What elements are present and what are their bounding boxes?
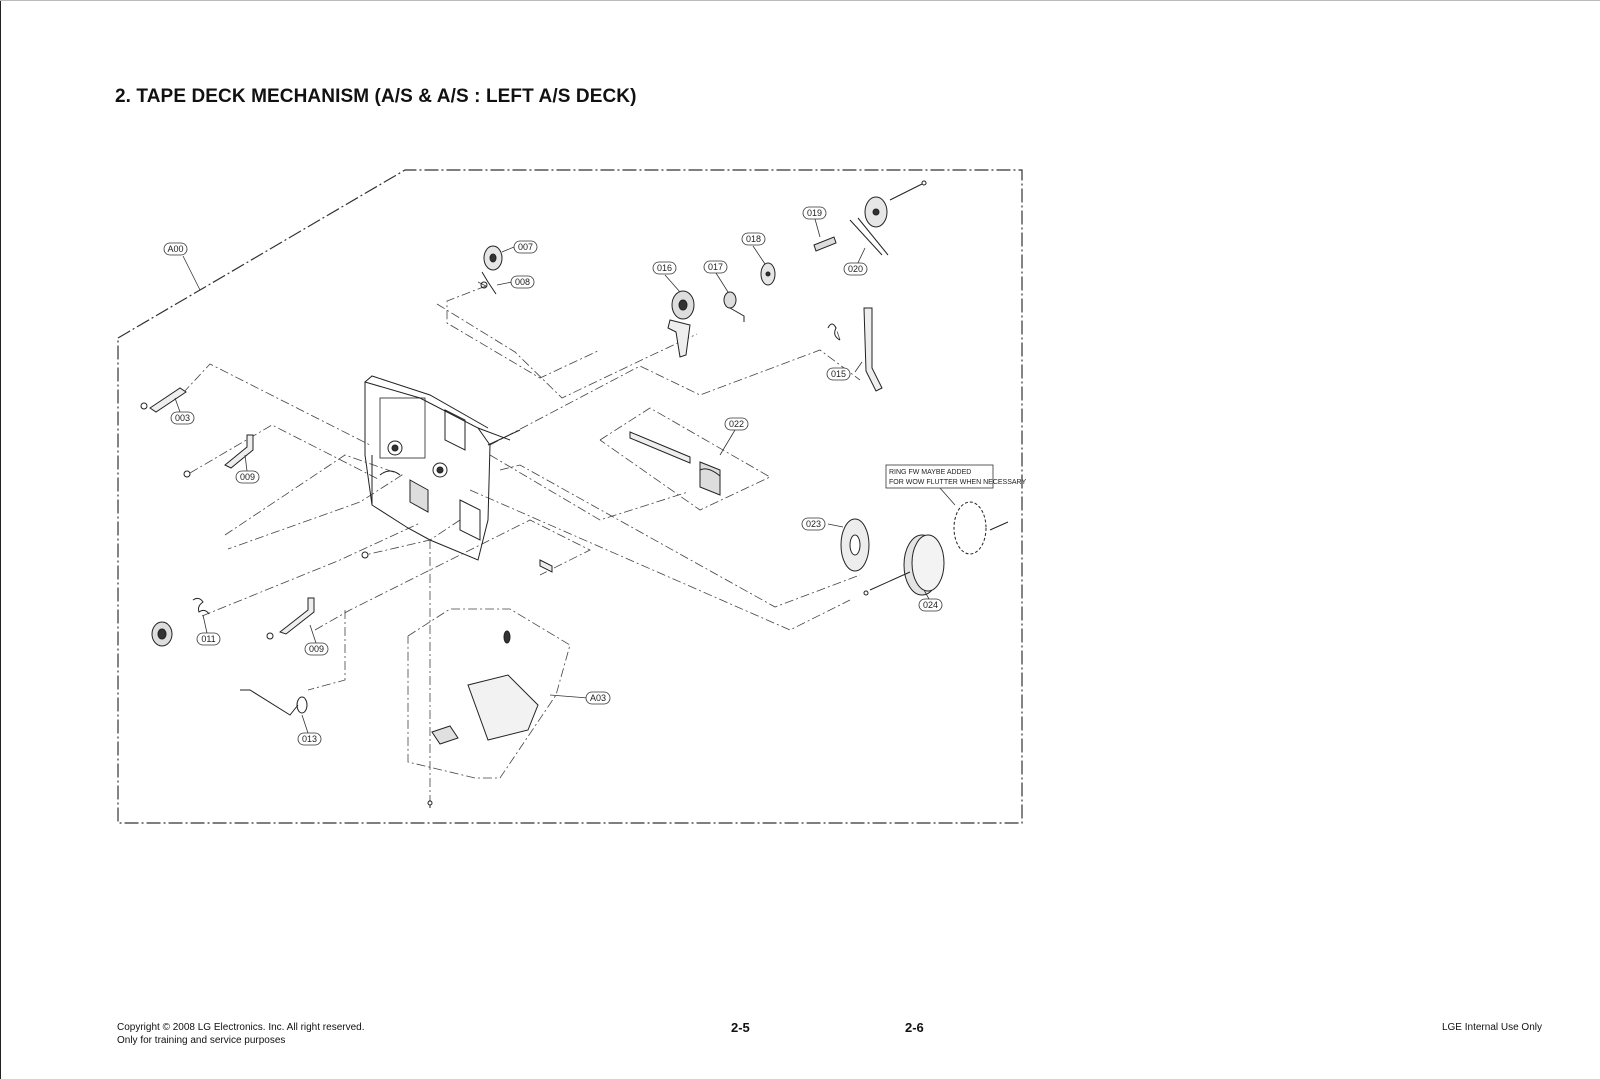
part-callouts: A00 003 007 008 009 009 011 013 015 016 … — [163, 206, 943, 746]
callout-015: 015 — [826, 367, 851, 381]
svg-text:A03: A03 — [590, 693, 606, 703]
callout-023: 023 — [801, 517, 826, 531]
callout-007: 007 — [513, 240, 538, 254]
callout-003: 003 — [170, 411, 195, 425]
copyright-notice: Copyright © 2008 LG Electronics. Inc. Al… — [117, 1021, 364, 1047]
callout-016: 016 — [652, 261, 677, 275]
page-border-left — [0, 0, 1, 1079]
callout-018: 018 — [741, 232, 766, 246]
svg-text:023: 023 — [806, 519, 821, 529]
part-glyphs — [140, 180, 1009, 808]
svg-text:A00: A00 — [167, 244, 183, 254]
svg-text:009: 009 — [240, 472, 255, 482]
svg-text:007: 007 — [518, 242, 533, 252]
copyright-line-2: Only for training and service purposes — [117, 1035, 286, 1046]
svg-text:022: 022 — [729, 419, 744, 429]
leader-lines — [174, 218, 930, 734]
note-box: RING FW MAYBE ADDED FOR WOW FLUTTER WHEN… — [885, 464, 1026, 489]
svg-text:015: 015 — [831, 369, 846, 379]
callout-022: 022 — [724, 417, 749, 431]
svg-text:011: 011 — [201, 634, 215, 644]
callout-009a: 009 — [235, 470, 260, 484]
explode-guide-lines — [182, 281, 861, 800]
callout-013: 013 — [297, 732, 322, 746]
callout-011: 011 — [196, 632, 221, 646]
svg-text:024: 024 — [923, 600, 938, 610]
svg-text:017: 017 — [708, 262, 723, 272]
svg-text:020: 020 — [848, 264, 863, 274]
svg-text:003: 003 — [175, 413, 190, 423]
assembly-frame — [117, 169, 1023, 824]
callout-a03: A03 — [585, 691, 611, 705]
callout-009b: 009 — [304, 642, 329, 656]
callout-024: 024 — [918, 598, 943, 612]
note-line-2: FOR WOW FLUTTER WHEN NECESSARY — [889, 479, 1026, 486]
callout-020: 020 — [843, 262, 868, 276]
page-number-right: 2-6 — [905, 1020, 924, 1035]
page-border-top — [0, 0, 1600, 1]
copyright-line-1: Copyright © 2008 LG Electronics. Inc. Al… — [117, 1022, 365, 1033]
internal-use-notice: LGE Internal Use Only — [1441, 1022, 1542, 1033]
callout-a00: A00 — [163, 242, 188, 256]
svg-text:013: 013 — [302, 734, 317, 744]
svg-text:016: 016 — [657, 263, 672, 273]
note-leader — [939, 487, 956, 506]
page-title: 2. TAPE DECK MECHANISM (A/S & A/S : LEFT… — [115, 86, 637, 107]
page-number-left: 2-5 — [731, 1020, 750, 1035]
note-line-1: RING FW MAYBE ADDED — [889, 469, 971, 476]
deck-chassis — [364, 375, 521, 561]
callout-008: 008 — [510, 275, 535, 289]
svg-text:008: 008 — [515, 277, 530, 287]
svg-text:009: 009 — [309, 644, 324, 654]
callout-019: 019 — [802, 206, 827, 220]
svg-text:018: 018 — [746, 234, 761, 244]
callout-017: 017 — [703, 260, 728, 274]
svg-text:019: 019 — [807, 208, 822, 218]
